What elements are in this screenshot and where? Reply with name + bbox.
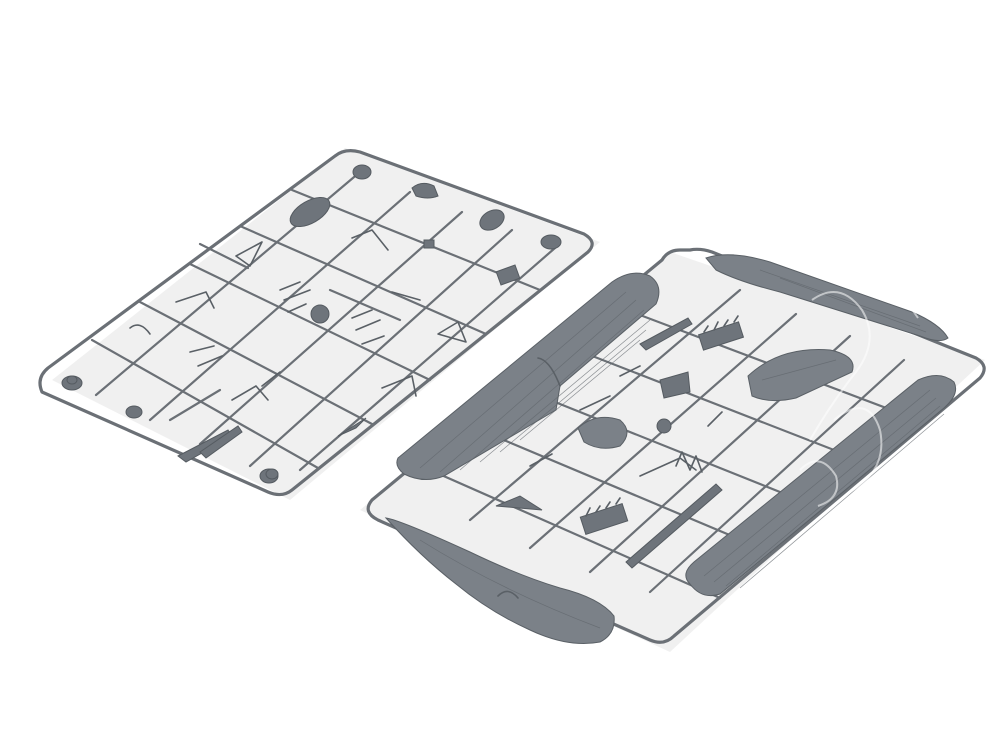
watermark-logo: [799, 291, 919, 507]
propeller-part: [639, 317, 693, 351]
right-sprue: [360, 247, 986, 652]
engine-block: [697, 315, 745, 351]
fuselage-half: [384, 517, 615, 644]
small-block: [423, 239, 435, 249]
small-knob: [265, 468, 279, 480]
lower-wing-top: [705, 254, 949, 342]
propeller-part: [625, 483, 723, 569]
rudder-part: [577, 416, 628, 449]
left-sprue-parts: [61, 164, 562, 484]
wheel-disc: [352, 164, 372, 180]
left-sprue-frame: [38, 149, 594, 497]
oval-panel: [479, 209, 505, 231]
upper-wing: [396, 272, 660, 480]
gun-part: [659, 371, 691, 399]
oval-panel: [289, 196, 331, 228]
hub-part: [310, 304, 330, 324]
triangle-part: [495, 495, 543, 511]
hub-part: [656, 418, 672, 434]
strut-part: [199, 425, 243, 459]
small-knob: [125, 405, 143, 419]
left-sprue: [38, 148, 600, 500]
engine-block: [579, 497, 629, 535]
lower-wing-right: [685, 375, 957, 597]
right-sprue-frame: [366, 247, 986, 644]
small-knob: [66, 375, 78, 385]
wheel-disc: [540, 234, 562, 250]
small-block: [495, 264, 521, 286]
blade-part: [337, 417, 367, 437]
seat-part: [411, 182, 439, 199]
